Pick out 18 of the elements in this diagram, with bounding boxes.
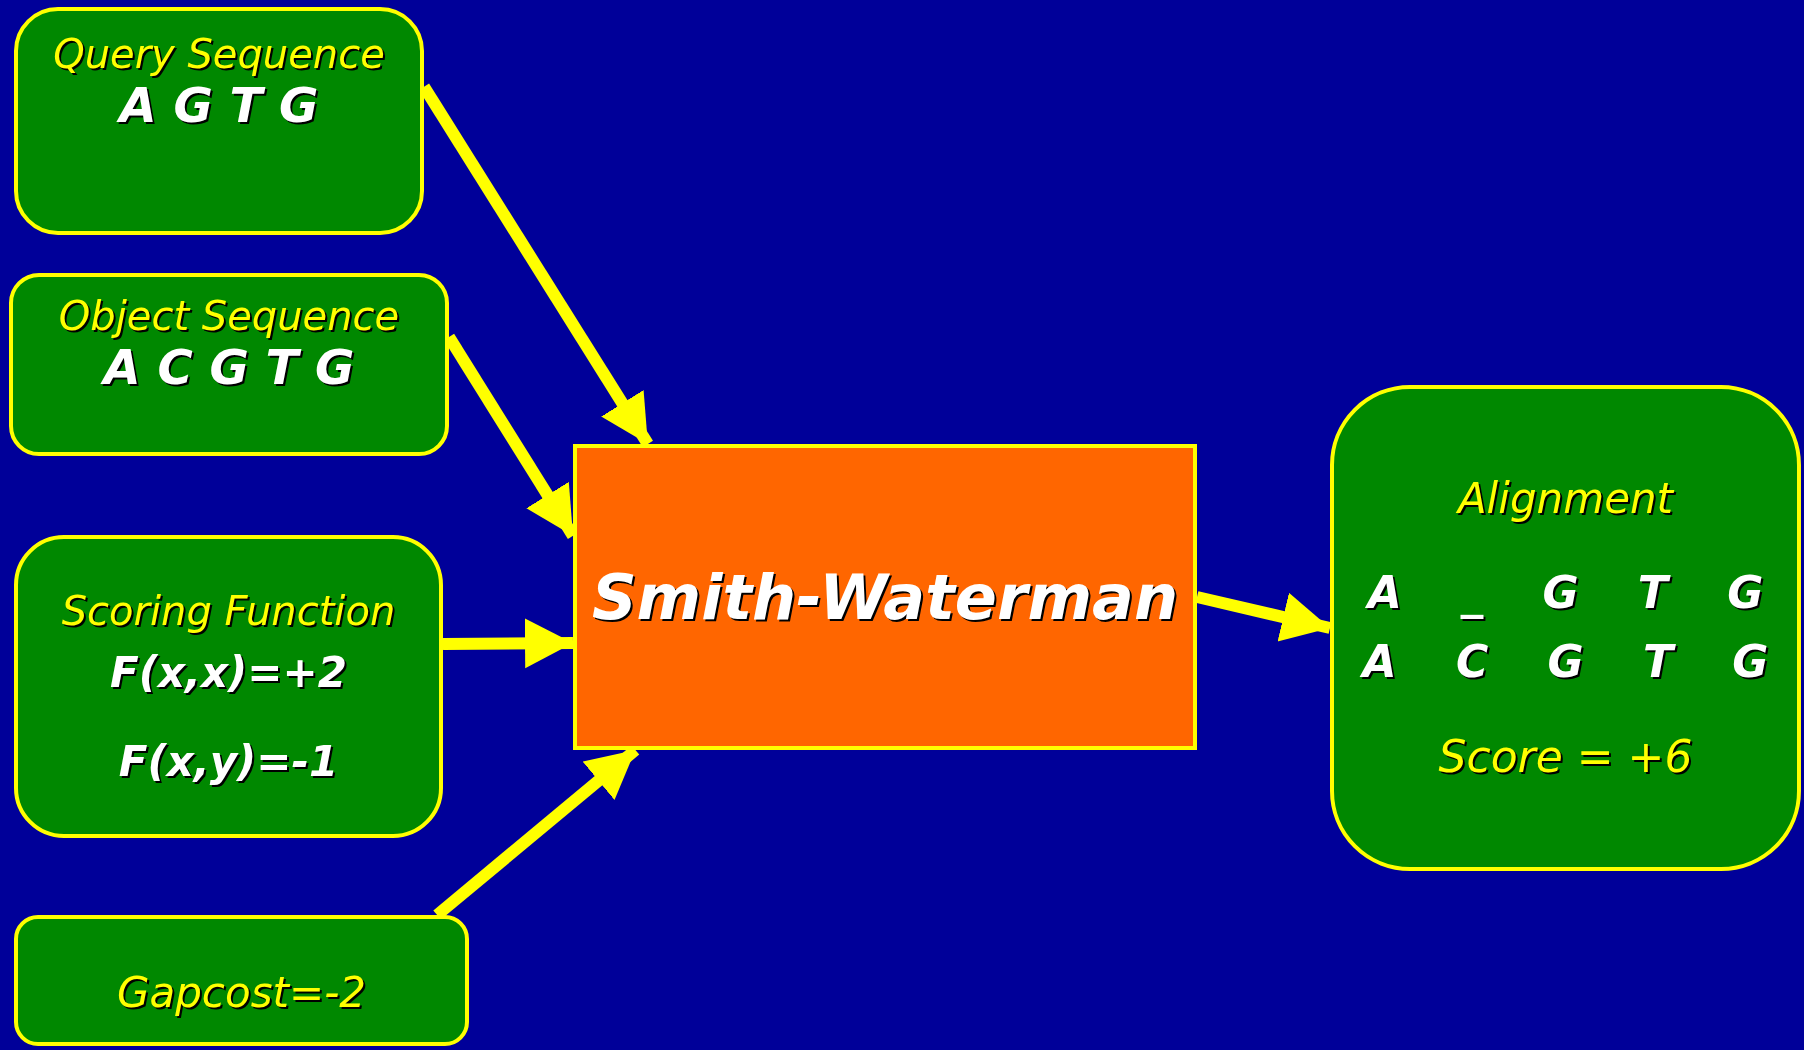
node-heading: Score = +6: [1438, 731, 1693, 782]
node-heading: Object Sequence: [58, 293, 400, 339]
process-box: [573, 444, 1197, 750]
input-box: [14, 7, 424, 235]
node-text: F(x,x)=+2: [110, 647, 347, 697]
input-box: [14, 915, 469, 1046]
node-heading: Gapcost=-2: [116, 968, 367, 1017]
node-heading: Query Sequence: [53, 31, 385, 77]
input-box: [9, 273, 449, 456]
arrow: [442, 618, 574, 669]
node-text: A C G T G: [1362, 636, 1769, 687]
node-text: A _ G T G: [1367, 567, 1764, 618]
input-box: [14, 535, 443, 838]
node-heading: Alignment: [1457, 474, 1674, 523]
input-box: [1330, 385, 1801, 871]
node-text: F(x,y)=-1: [118, 736, 339, 786]
node-text: Smith-Waterman: [591, 560, 1179, 634]
node-heading: Scoring Function: [61, 587, 396, 634]
